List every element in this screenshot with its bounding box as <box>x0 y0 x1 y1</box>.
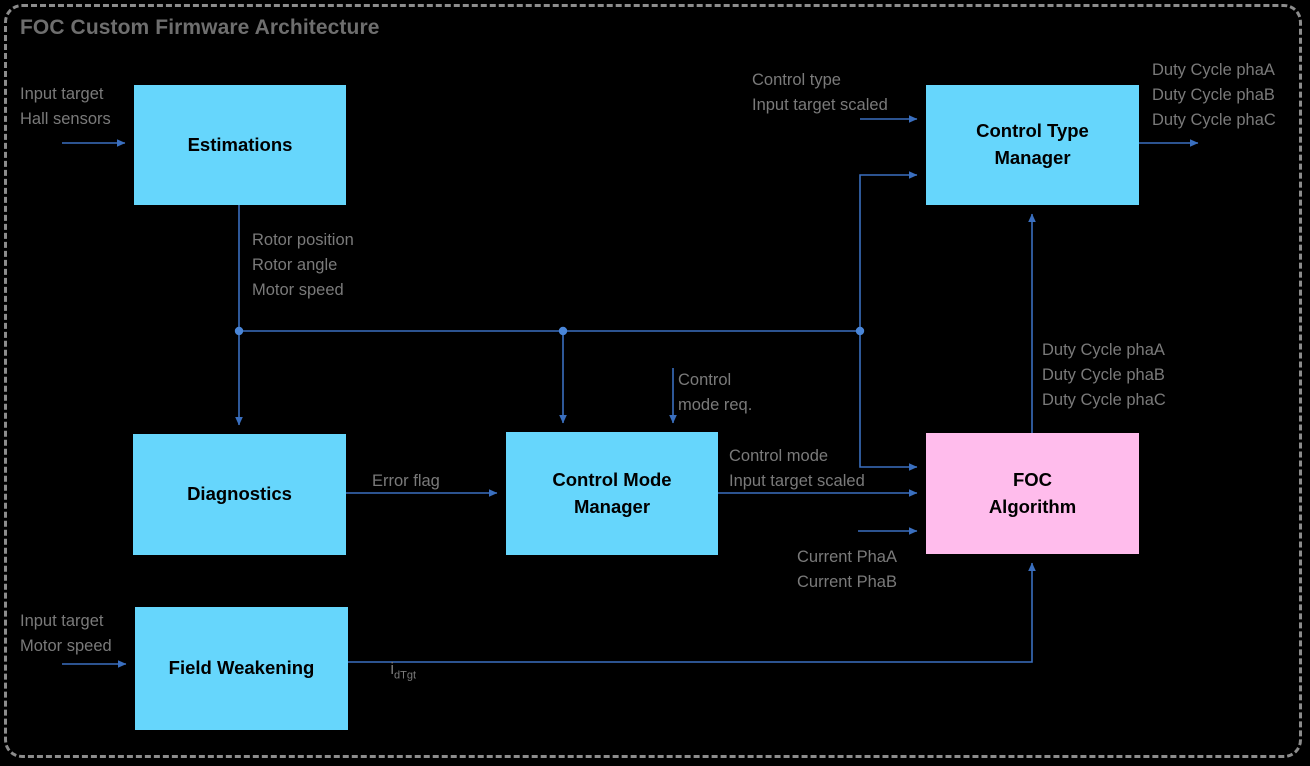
block-diagnostics[interactable]: Diagnostics <box>133 434 346 555</box>
label-foc-duty-outputs: Duty Cycle phaA Duty Cycle phaB Duty Cyc… <box>1042 341 1166 409</box>
label-id-target-subscript: dTgt <box>394 669 417 682</box>
label-field-weakening-inputs: Input target Motor speed <box>20 612 112 655</box>
label-control-type-manager-outputs: Duty Cycle phaA Duty Cycle phaB Duty Cyc… <box>1152 61 1276 129</box>
label-id-target-base: i <box>390 660 395 678</box>
block-estimations-label: Estimations <box>187 133 293 155</box>
label-control-type-manager-inputs: Control type Input target scaled <box>752 71 888 114</box>
wire-bus-riser-to-foc <box>859 331 918 471</box>
block-control-mode-manager[interactable]: Control Mode Manager <box>506 432 718 555</box>
block-field-weakening[interactable]: Field Weakening <box>135 607 348 730</box>
label-error-flag: Error flag <box>372 472 440 490</box>
block-foc-algorithm[interactable]: FOC Algorithm <box>926 433 1139 554</box>
wire-field-weakening-to-foc <box>348 562 1036 663</box>
block-control-mode-manager-label: Control Mode Manager <box>552 468 672 517</box>
block-foc-algorithm-label: FOC Algorithm <box>988 468 1077 517</box>
junction-dot-control-mode <box>558 326 568 336</box>
block-control-type-manager[interactable]: Control Type Manager <box>926 85 1139 205</box>
wire-bus-riser-to-ctm <box>859 171 918 331</box>
label-id-target: idTgt <box>372 632 416 713</box>
page-title: FOC Custom Firmware Architecture <box>20 16 380 39</box>
label-estimations-outputs: Rotor position Rotor angle Motor speed <box>252 231 354 299</box>
label-control-mode-req: Control mode req. <box>678 371 753 414</box>
label-estimations-inputs: Input target Hall sensors <box>20 85 111 128</box>
block-estimations[interactable]: Estimations <box>134 85 346 205</box>
block-field-weakening-label: Field Weakening <box>168 657 315 679</box>
junction-dot-right-riser <box>855 326 865 336</box>
junction-dot-estimations <box>234 326 244 336</box>
block-control-type-manager-label: Control Type Manager <box>976 120 1089 168</box>
label-foc-inputs-current: Current PhaA Current PhaB <box>797 548 897 591</box>
label-foc-inputs-top: Control mode Input target scaled <box>729 447 865 490</box>
block-diagnostics-label: Diagnostics <box>187 483 292 505</box>
